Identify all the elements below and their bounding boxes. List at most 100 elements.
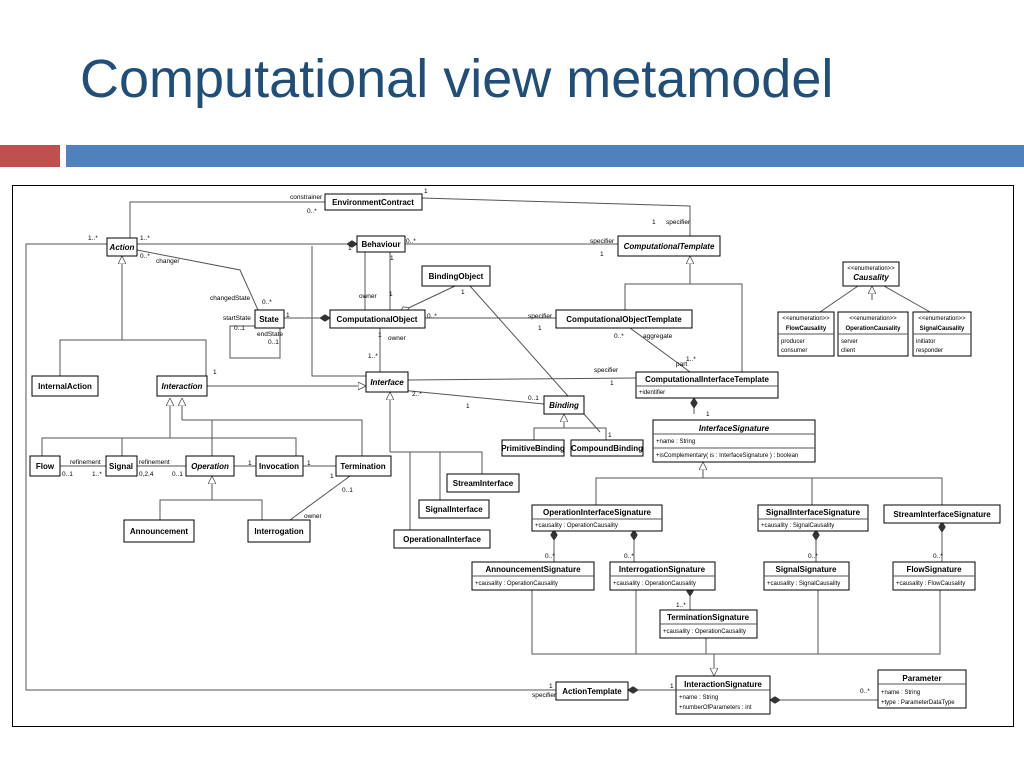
class-announcement: Announcement	[123, 519, 195, 543]
svg-text:+causality : OperationCausalit: +causality : OperationCausality	[663, 629, 746, 635]
svg-text:ComputationalObjectTemplate: ComputationalObjectTemplate	[566, 315, 682, 324]
class-computational-object-template: ComputationalObjectTemplate	[555, 309, 693, 329]
svg-text:responder: responder	[916, 348, 943, 354]
diagram-frame	[12, 185, 1014, 727]
svg-text:<<enumeration>>: <<enumeration>>	[782, 316, 830, 322]
class-signal-interface-signature: SignalInterfaceSignature +causality : Si…	[757, 504, 869, 532]
svg-text:State: State	[259, 315, 279, 324]
svg-text:+identifier: +identifier	[639, 390, 665, 396]
svg-text:0..1: 0..1	[234, 325, 245, 332]
class-computational-object: ComputationalObject	[329, 309, 426, 329]
svg-text:0..1: 0..1	[62, 471, 73, 478]
svg-text:EnvironmentContract: EnvironmentContract	[332, 198, 414, 207]
class-internal-action: InternalAction	[31, 375, 99, 397]
svg-text:1: 1	[549, 683, 553, 690]
svg-text:<<enumeration>>: <<enumeration>>	[849, 316, 897, 322]
class-flow: Flow	[29, 455, 61, 477]
svg-text:Termination: Termination	[340, 462, 385, 471]
class-operational-interface: OperationalInterface	[393, 529, 491, 549]
svg-text:1: 1	[390, 255, 394, 262]
svg-text:FlowCausality: FlowCausality	[786, 326, 827, 332]
svg-text:+causality : OperationCausalit: +causality : OperationCausality	[475, 581, 558, 587]
svg-text:1: 1	[652, 219, 656, 226]
connectors	[25, 197, 942, 700]
class-computational-template: ComputationalTemplate	[617, 235, 721, 257]
svg-text:Action: Action	[109, 243, 135, 252]
svg-text:+numberOfParameters : int: +numberOfParameters : int	[679, 705, 752, 711]
svg-text:ComputationalTemplate: ComputationalTemplate	[624, 242, 715, 251]
svg-text:initiator: initiator	[916, 339, 935, 345]
svg-text:0..*: 0..*	[406, 238, 416, 245]
svg-text:Binding: Binding	[549, 401, 579, 410]
class-termination-signature: TerminationSignature +causality : Operat…	[659, 609, 758, 639]
svg-text:1: 1	[348, 245, 352, 252]
svg-text:2..*: 2..*	[412, 391, 422, 398]
svg-text:changedState: changedState	[210, 295, 251, 302]
class-interrogation: Interrogation	[247, 519, 311, 543]
svg-text:1: 1	[461, 289, 465, 296]
svg-text:StreamInterfaceSignature: StreamInterfaceSignature	[893, 510, 991, 519]
svg-text:+name : String: +name : String	[679, 695, 718, 701]
svg-text:+name : String: +name : String	[881, 690, 920, 696]
svg-text:ActionTemplate: ActionTemplate	[562, 687, 622, 696]
svg-text:1..*: 1..*	[368, 353, 378, 360]
slide-title: Computational view metamodel	[80, 49, 834, 109]
svg-text:TerminationSignature: TerminationSignature	[667, 613, 750, 622]
svg-text:<<enumeration>>: <<enumeration>>	[918, 316, 966, 322]
svg-text:0..*: 0..*	[860, 688, 870, 695]
class-behaviour: Behaviour	[356, 235, 406, 253]
svg-text:0..1: 0..1	[342, 487, 353, 494]
class-state: State	[254, 309, 285, 329]
svg-text:1..*: 1..*	[88, 235, 98, 242]
svg-text:specifier: specifier	[590, 238, 615, 245]
class-operation: Operation	[185, 455, 235, 477]
svg-text:server: server	[841, 339, 858, 345]
class-termination: Termination	[335, 455, 392, 477]
svg-text:OperationCausality: OperationCausality	[845, 326, 901, 332]
svg-text:1: 1	[389, 291, 393, 298]
svg-text:0..*: 0..*	[545, 553, 555, 560]
svg-text:+causality : SignalCausality: +causality : SignalCausality	[761, 523, 834, 529]
association-labels: constrainer 0..* 1 1..* 1..* 0..* 0..* c…	[62, 188, 943, 699]
svg-text:1..*: 1..*	[140, 235, 150, 242]
class-binding-object: BindingObject	[421, 265, 491, 287]
class-primitive-binding: PrimitiveBinding	[501, 439, 565, 457]
class-action: Action	[106, 237, 138, 257]
class-binding: Binding	[543, 395, 585, 415]
svg-text:producer: producer	[781, 339, 805, 345]
svg-text:1: 1	[608, 432, 612, 439]
class-parameter: Parameter +name : String +type : Paramet…	[877, 669, 967, 709]
svg-text:constrainer: constrainer	[290, 194, 323, 201]
svg-text:1..*: 1..*	[686, 356, 696, 363]
svg-text:owner: owner	[304, 513, 323, 520]
svg-text:specifier: specifier	[666, 219, 691, 226]
svg-text:0..*: 0..*	[262, 299, 272, 306]
svg-text:Interaction: Interaction	[162, 382, 203, 391]
svg-text:part: part	[676, 361, 687, 368]
svg-text:0..*: 0..*	[427, 313, 437, 320]
svg-text:Announcement: Announcement	[130, 527, 189, 536]
svg-text:aggregate: aggregate	[643, 333, 673, 340]
svg-text:InternalAction: InternalAction	[38, 382, 92, 391]
class-stream-interface: StreamInterface	[446, 473, 520, 493]
svg-text:ComputationalObject: ComputationalObject	[337, 315, 418, 324]
svg-text:Signal: Signal	[109, 462, 133, 471]
svg-text:Interrogation: Interrogation	[254, 527, 303, 536]
svg-text:SignalInterfaceSignature: SignalInterfaceSignature	[766, 508, 861, 517]
svg-text:OperationInterfaceSignature: OperationInterfaceSignature	[543, 508, 652, 517]
svg-text:changer: changer	[156, 258, 180, 265]
svg-text:1: 1	[307, 460, 311, 467]
svg-text:1: 1	[286, 312, 290, 319]
svg-text:0..*: 0..*	[307, 208, 317, 215]
svg-text:client: client	[841, 348, 855, 354]
svg-text:+causality : SignalCausality: +causality : SignalCausality	[767, 581, 840, 587]
svg-text:refinement: refinement	[139, 459, 170, 466]
svg-text:PrimitiveBinding: PrimitiveBinding	[501, 444, 565, 453]
class-interaction: Interaction	[156, 375, 208, 397]
svg-text:1: 1	[378, 332, 382, 339]
svg-text:Parameter: Parameter	[902, 674, 941, 683]
svg-text:0..*: 0..*	[614, 333, 624, 340]
svg-text:consumer: consumer	[781, 348, 807, 354]
svg-text:Flow: Flow	[36, 462, 55, 471]
